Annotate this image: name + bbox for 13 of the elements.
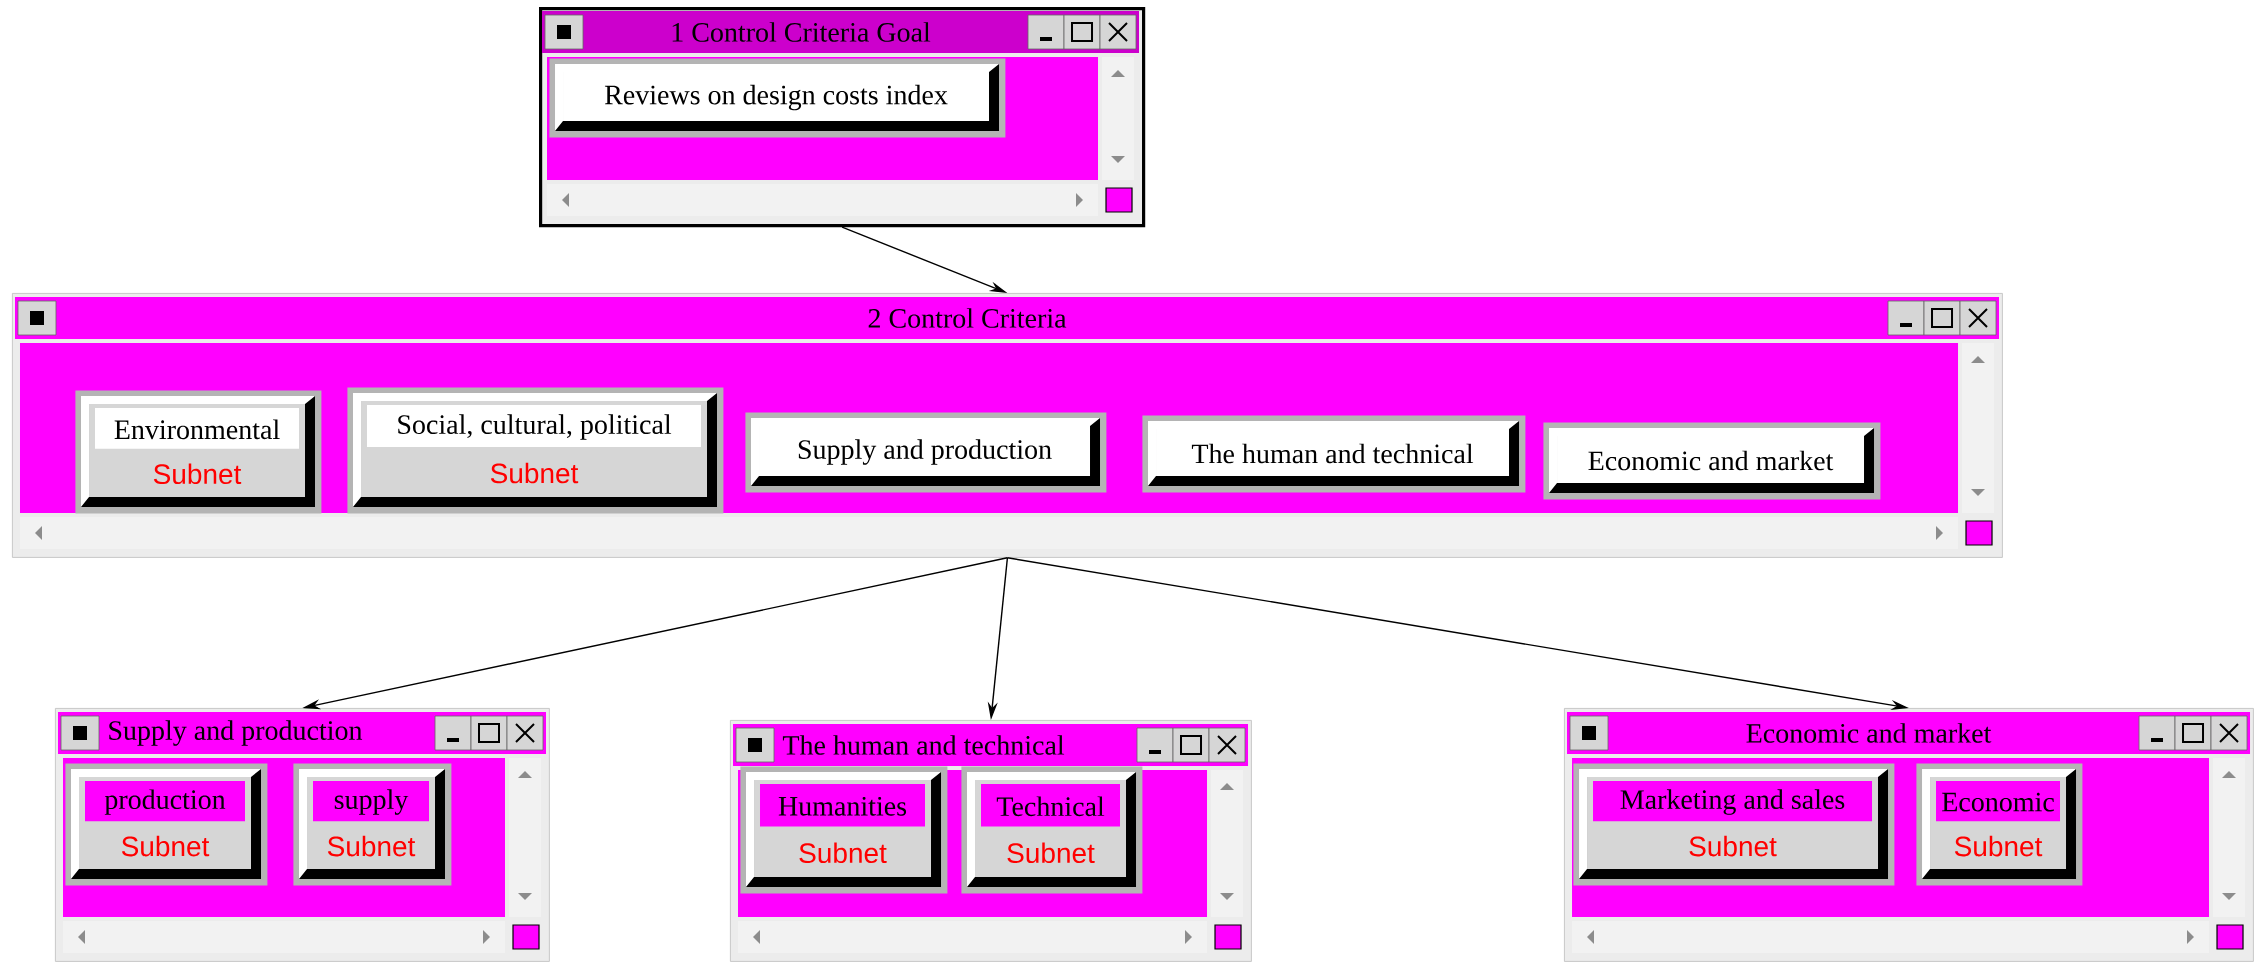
button: Supply and production [745, 412, 1107, 493]
button: Marketing and sales Subnet [1573, 763, 1895, 886]
button: Economic and market [1543, 422, 1881, 500]
button: production Subnet [65, 763, 268, 886]
button: Reviews on design costs index [549, 58, 1006, 138]
title-bar: 2 Control Criteria [15, 297, 1999, 339]
button: Technical Subnet [961, 766, 1143, 894]
button: Humanities Subnet [740, 766, 948, 894]
button: Social, cultural, political Subnet [347, 387, 724, 514]
button: supply Subnet [293, 763, 452, 886]
button: The human and technical [1142, 415, 1526, 493]
button: Environmental Subnet [75, 390, 322, 514]
button: Economic Subnet [1916, 763, 2083, 886]
